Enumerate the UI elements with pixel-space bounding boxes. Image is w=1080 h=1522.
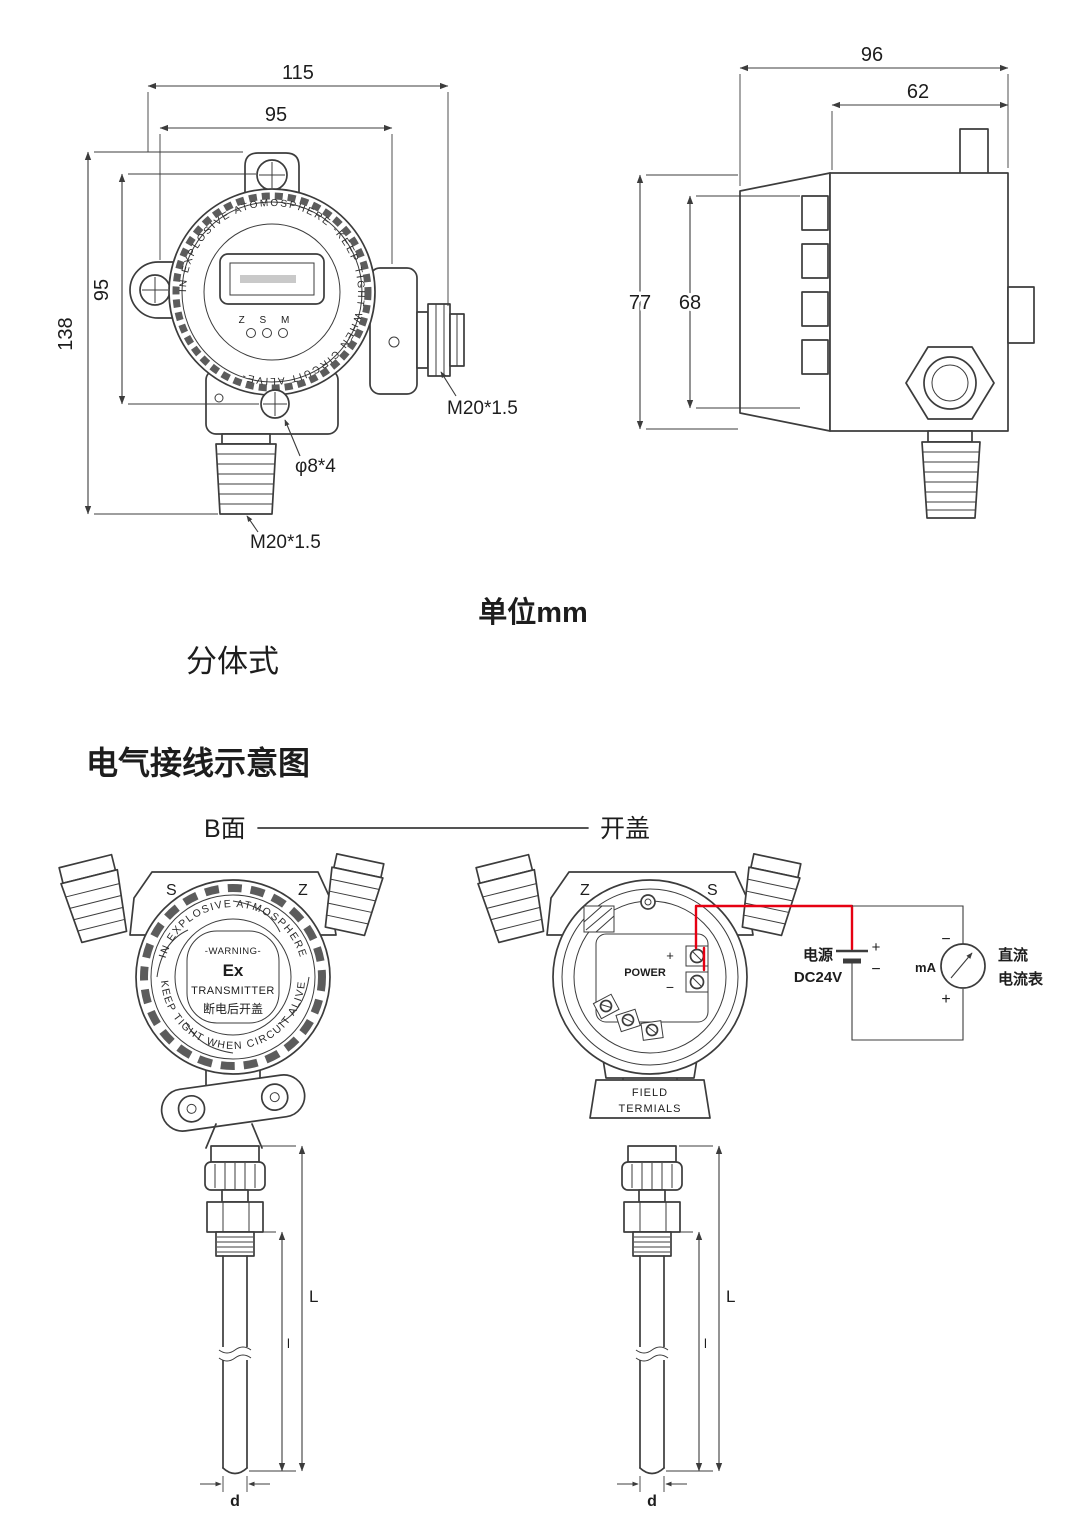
unit-label: 单位mm bbox=[478, 595, 588, 629]
field-terminals-band bbox=[589, 1079, 711, 1119]
mount-bracket bbox=[160, 1074, 306, 1132]
loop-wire-top bbox=[852, 905, 964, 944]
dim-d: d bbox=[230, 1493, 240, 1510]
wiring-diagram-title: 电气接线示意图 bbox=[86, 745, 310, 781]
meter-plus: + bbox=[941, 991, 950, 1008]
meter-name-line1: 直流 bbox=[998, 946, 1028, 964]
field-label-line2: TERMIALS bbox=[618, 1103, 681, 1115]
left-screw-icon bbox=[142, 277, 168, 303]
dim-115: 115 bbox=[282, 62, 314, 84]
right-mount-tab bbox=[369, 267, 418, 395]
warning-text: -WARNING- bbox=[205, 946, 261, 957]
top-screw-icon bbox=[259, 162, 285, 188]
open-note-text: 断电后开盖 bbox=[203, 1001, 263, 1016]
dim-L: L bbox=[726, 1287, 735, 1306]
bottom-cable-gland bbox=[215, 433, 277, 515]
supply-voltage: DC24V bbox=[794, 969, 842, 986]
zsm-buttons-label: Z S M bbox=[239, 315, 296, 326]
power-label: POWER bbox=[624, 967, 666, 979]
corner-mark-z: Z bbox=[298, 882, 308, 899]
left-cable-gland bbox=[58, 853, 128, 944]
terminal-plus-label: + bbox=[666, 948, 674, 963]
dim-68: 68 bbox=[679, 292, 701, 314]
device-closed-drawing: S Z IN EXPLOSIVE ATMO bbox=[58, 853, 385, 1510]
process-fittings bbox=[621, 1145, 683, 1475]
z-button bbox=[246, 328, 256, 338]
dim-l-small: l bbox=[287, 1336, 290, 1351]
dim-L: L bbox=[309, 1287, 318, 1306]
terminal-minus-label: − bbox=[666, 979, 674, 995]
dim-95-vertical: 95 bbox=[91, 279, 113, 301]
meter-minus: − bbox=[941, 931, 950, 948]
field-terminal-blocks bbox=[592, 993, 664, 1041]
dim-l-small: l bbox=[704, 1336, 707, 1351]
front-view-drawing: IN EXPLOSIVE ATOMOSPHERE -KEEP TIGHT WHE… bbox=[55, 62, 518, 553]
side-entry-gland bbox=[905, 346, 995, 420]
loop-wire-bottom bbox=[851, 961, 964, 1041]
meter-name-line2: 电流表 bbox=[998, 970, 1044, 988]
open-cover-label: 开盖 bbox=[600, 815, 650, 843]
process-fittings bbox=[204, 1145, 266, 1475]
side-cable-gland bbox=[416, 303, 465, 377]
s-button bbox=[262, 328, 272, 338]
transmitter-text: TRANSMITTER bbox=[191, 985, 275, 997]
lcd-display bbox=[219, 253, 325, 305]
battery-plus: + bbox=[872, 939, 881, 956]
m-button bbox=[278, 328, 288, 338]
rim-component bbox=[583, 905, 615, 933]
b-side-label: B面 bbox=[204, 815, 246, 843]
split-type-label: 分体式 bbox=[186, 644, 279, 679]
cover-medallion bbox=[186, 930, 280, 1024]
label-m20-side: M20*1.5 bbox=[447, 398, 518, 419]
corner-mark-s: S bbox=[707, 882, 718, 899]
knurled-ring bbox=[172, 192, 372, 392]
probe-dimensions: L l d bbox=[200, 1145, 318, 1510]
bracket-strut bbox=[205, 1123, 263, 1149]
battery-minus: − bbox=[871, 961, 880, 978]
right-cable-gland bbox=[324, 853, 385, 937]
ex-mark: Ex bbox=[223, 961, 244, 980]
meter-unit: mA bbox=[915, 960, 937, 975]
dim-77: 77 bbox=[629, 292, 651, 314]
side-tab bbox=[1007, 286, 1035, 344]
side-bottom-gland bbox=[921, 430, 981, 519]
side-view-dimensions: 96 62 77 68 bbox=[625, 44, 1009, 430]
bottom-screw-icon bbox=[263, 392, 287, 416]
probe-dimensions: L l d bbox=[617, 1145, 735, 1510]
wiring-circuit: + − 电源 DC24V − + mA 直流 电流表 bbox=[694, 904, 1044, 1041]
top-connector bbox=[959, 128, 989, 176]
field-label-line1: FIELD bbox=[632, 1087, 668, 1099]
power-wire-red bbox=[694, 904, 854, 951]
dim-138: 138 bbox=[55, 317, 77, 350]
left-cable-gland bbox=[475, 853, 545, 944]
hinge-screw bbox=[640, 894, 656, 910]
label-m20-bottom: M20*1.5 bbox=[250, 532, 321, 553]
corner-mark-s: S bbox=[166, 882, 177, 899]
dim-62: 62 bbox=[907, 81, 929, 103]
cover-swirls bbox=[156, 900, 310, 1054]
cover-scallops bbox=[140, 884, 326, 1070]
dim-95-horizontal: 95 bbox=[265, 104, 287, 126]
corner-mark-z: Z bbox=[580, 882, 590, 899]
label-phi8x4: φ8*4 bbox=[295, 456, 336, 477]
side-view-drawing: 96 62 77 68 bbox=[625, 44, 1035, 519]
dim-96: 96 bbox=[861, 44, 883, 66]
front-view-dimensions: 115 95 138 95 M20*1.5 φ8*4 M20*1.5 bbox=[55, 62, 518, 553]
ammeter-dial bbox=[940, 943, 986, 989]
supply-name: 电源 bbox=[803, 946, 833, 964]
dim-d: d bbox=[647, 1493, 657, 1510]
